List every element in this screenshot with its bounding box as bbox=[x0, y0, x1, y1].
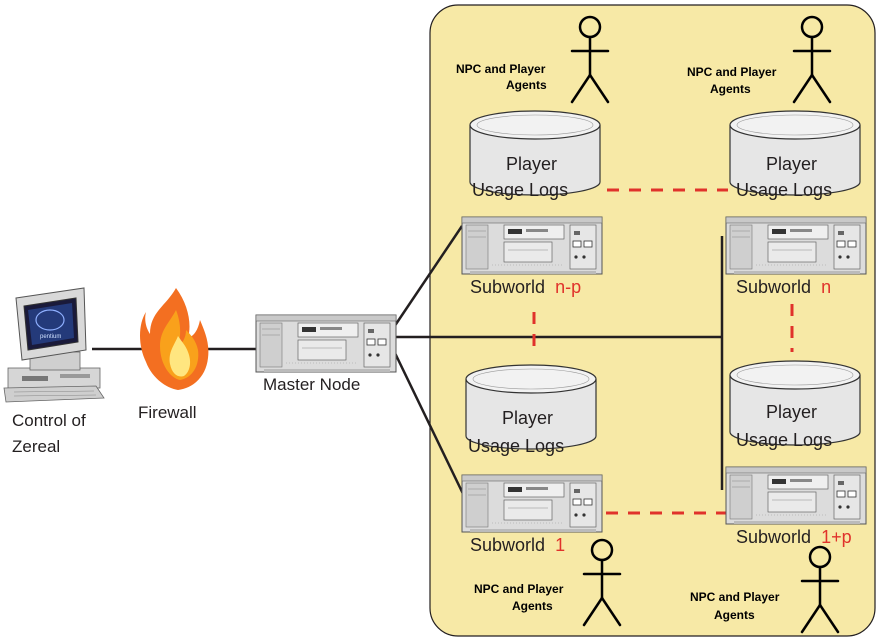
master-node-label: Master Node bbox=[263, 375, 360, 394]
log-bottom-left-line2: Usage Logs bbox=[468, 436, 564, 456]
log-top-right-line2: Usage Logs bbox=[736, 180, 832, 200]
agents-bottom-right-line1: NPC and Player bbox=[690, 590, 780, 604]
subworld-1-p-label: Subworld 1+p bbox=[736, 527, 852, 547]
log-bottom-right-line2: Usage Logs bbox=[736, 430, 832, 450]
subworld-prefix: Subworld bbox=[736, 527, 811, 547]
subworld-suffix: n bbox=[821, 277, 831, 297]
agents-top-right-line2: Agents bbox=[710, 82, 751, 96]
log-bottom-right-line1: Player bbox=[766, 402, 817, 422]
subworld-suffix: n-p bbox=[555, 277, 581, 297]
log-top-left-line1: Player bbox=[506, 154, 557, 174]
log-bottom-left-line1: Player bbox=[502, 408, 553, 428]
agents-top-left-line1: NPC and Player bbox=[456, 62, 546, 76]
agents-bottom-left-line2: Agents bbox=[512, 599, 553, 613]
dashed-links bbox=[532, 188, 794, 515]
subworld-suffix: 1+p bbox=[821, 527, 852, 547]
subworld-n-p-server-icon bbox=[461, 216, 603, 275]
agents-bottom-left-line1: NPC and Player bbox=[474, 582, 564, 596]
subworld-prefix: Subworld bbox=[736, 277, 811, 297]
master-node-icon bbox=[255, 314, 397, 373]
monitor-badge-text: pentium bbox=[40, 334, 61, 340]
control-label-line2: Zereal bbox=[12, 437, 60, 456]
agents-top-left-line2: Agents bbox=[506, 78, 547, 92]
subworld-n-server-icon bbox=[725, 216, 867, 275]
control-computer-icon: pentium bbox=[3, 287, 105, 403]
agents-top-right-line1: NPC and Player bbox=[687, 65, 777, 79]
subworld-1-label: Subworld 1 bbox=[470, 535, 565, 555]
network-links bbox=[92, 225, 724, 501]
subworld-1-p-server-icon bbox=[725, 466, 867, 525]
subworld-prefix: Subworld bbox=[470, 535, 545, 555]
subworld-suffix: 1 bbox=[555, 535, 565, 555]
firewall-flame-icon bbox=[140, 288, 209, 390]
subworld-n-label: Subworld n bbox=[736, 277, 831, 297]
log-top-left-line2: Usage Logs bbox=[472, 180, 568, 200]
control-label-line1: Control of bbox=[12, 411, 86, 430]
log-top-right-line1: Player bbox=[766, 154, 817, 174]
subworld-n-p-label: Subworld n-p bbox=[470, 277, 581, 297]
firewall-label: Firewall bbox=[138, 403, 197, 422]
agents-bottom-right-line2: Agents bbox=[714, 608, 755, 622]
subworld-1-server-icon bbox=[461, 474, 603, 533]
subworld-prefix: Subworld bbox=[470, 277, 545, 297]
